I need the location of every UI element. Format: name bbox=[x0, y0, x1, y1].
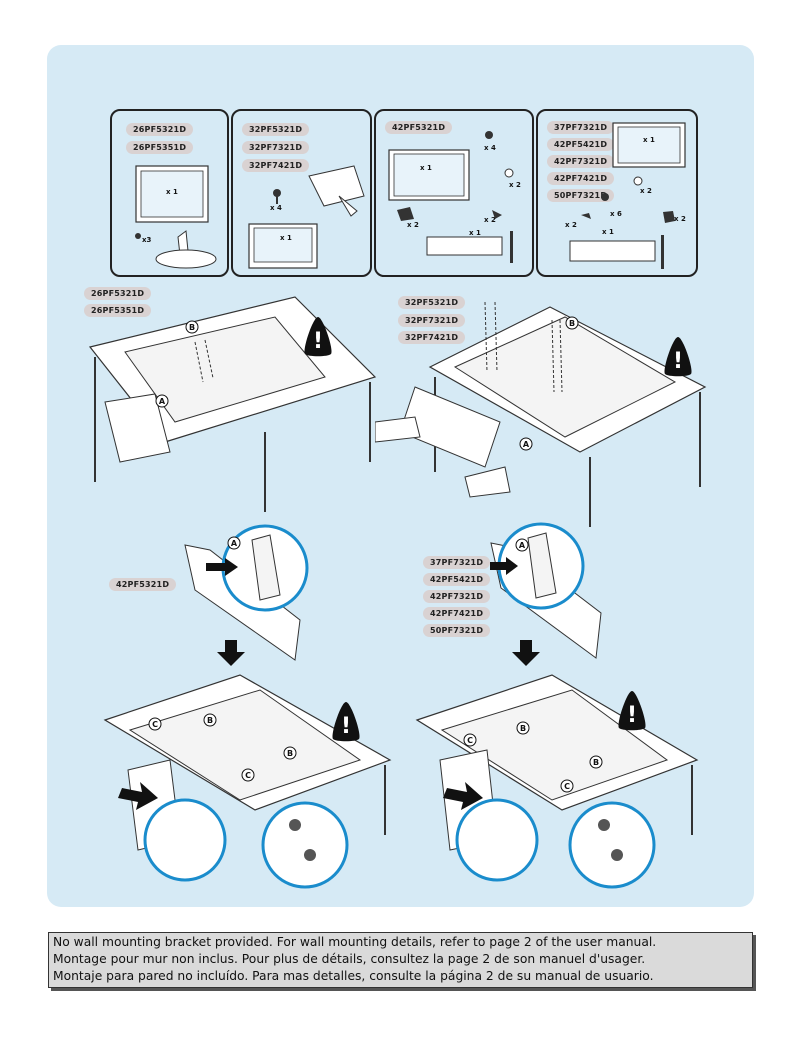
callout-letter: B bbox=[520, 724, 526, 733]
callout-b-marker: B bbox=[589, 755, 603, 769]
note-shadow bbox=[753, 935, 756, 991]
model-tag: 42PF5321D bbox=[109, 578, 177, 591]
model-tag: 26PF5321D bbox=[126, 123, 194, 136]
model-tag: 42PF7321D bbox=[423, 590, 491, 603]
kit-box-32: 32PF5321D 32PF7321D 32PF7421D x 4 x 1 bbox=[231, 109, 372, 277]
callout-c-marker: C bbox=[463, 733, 477, 747]
step3-left-attach-stand-illustration bbox=[103, 674, 392, 889]
quantity-label: x 1 bbox=[166, 188, 178, 196]
callout-letter: C bbox=[564, 782, 570, 791]
warning-mark: ! bbox=[627, 703, 637, 728]
model-tag: 42PF7421D bbox=[547, 172, 615, 185]
callout-c-marker: C bbox=[241, 768, 255, 782]
model-tag: 50PF7321D bbox=[423, 624, 491, 637]
model-tag: 26PF5351D bbox=[84, 304, 152, 317]
callout-a-marker: A bbox=[519, 437, 533, 451]
model-tag: 26PF5321D bbox=[84, 287, 152, 300]
warning-icon: ! bbox=[618, 691, 646, 731]
model-tag: 32PF7321D bbox=[242, 141, 310, 154]
warning-icon: ! bbox=[304, 317, 332, 357]
quantity-label: x 4 bbox=[270, 204, 282, 212]
model-tag: 42PF5321D bbox=[385, 121, 453, 134]
model-tag: 32PF7421D bbox=[242, 159, 310, 172]
callout-b-marker: B bbox=[185, 320, 199, 334]
kit-box-42: 42PF5321D x 4 x 1 x 2 x 2 x 2 x 1 bbox=[374, 109, 534, 277]
callout-letter: A bbox=[519, 541, 526, 550]
callout-letter: B bbox=[207, 716, 213, 725]
model-tag: 42PF7321D bbox=[547, 155, 615, 168]
model-tag: 42PF7421D bbox=[423, 607, 491, 620]
callout-letter: B bbox=[569, 319, 575, 328]
warning-mark: ! bbox=[313, 329, 323, 354]
callout-b-marker: B bbox=[283, 746, 297, 760]
callout-letter: A bbox=[231, 539, 238, 548]
kit-box-50: 37PF7321D 42PF5421D 42PF7321D 42PF7421D … bbox=[536, 109, 698, 277]
callout-letter: C bbox=[152, 720, 158, 729]
callout-letter: A bbox=[523, 440, 530, 449]
callout-c-marker: C bbox=[560, 779, 574, 793]
quantity-label: x 2 bbox=[674, 215, 686, 223]
callout-letter: B bbox=[287, 749, 293, 758]
model-tag: 50PF7321D bbox=[547, 189, 615, 202]
model-tag: 32PF5321D bbox=[398, 296, 466, 309]
callout-a-marker: A bbox=[227, 536, 241, 550]
model-tag: 42PF5421D bbox=[423, 573, 491, 586]
step3-right-attach-stand-illustration bbox=[415, 674, 699, 889]
model-tag: 32PF7421D bbox=[398, 331, 466, 344]
callout-letter: B bbox=[593, 758, 599, 767]
model-tag: 32PF7321D bbox=[398, 314, 466, 327]
quantity-label: x 2 bbox=[640, 187, 652, 195]
quantity-label: x 4 bbox=[484, 144, 496, 152]
model-tag: 42PF5421D bbox=[547, 138, 615, 151]
step2-right-stand-detail-illustration bbox=[490, 522, 602, 666]
quantity-label: x 1 bbox=[420, 164, 432, 172]
callout-letter: C bbox=[467, 736, 473, 745]
tv-and-parts-illustration bbox=[388, 131, 514, 263]
note-shadow bbox=[51, 988, 756, 991]
note-line-english: No wall mounting bracket provided. For w… bbox=[53, 935, 657, 949]
tv-and-parts-illustration bbox=[569, 122, 686, 269]
quantity-label: x 1 bbox=[602, 228, 614, 236]
callout-letter: B bbox=[189, 323, 195, 332]
callout-b-marker: B bbox=[203, 713, 217, 727]
quantity-label: x 1 bbox=[643, 136, 655, 144]
callout-b-marker: B bbox=[565, 316, 579, 330]
kit-box-26: 26PF5321D 26PF5351D x 1 x3 bbox=[110, 109, 229, 277]
model-tag: 32PF5321D bbox=[242, 123, 310, 136]
quantity-label: x 2 bbox=[565, 221, 577, 229]
wall-mount-note: No wall mounting bracket provided. For w… bbox=[48, 932, 753, 988]
note-line-french: Montage pour mur non inclus. Pour plus d… bbox=[53, 952, 646, 966]
model-tag: 26PF5351D bbox=[126, 141, 194, 154]
callout-c-marker: C bbox=[148, 717, 162, 731]
warning-mark: ! bbox=[673, 349, 683, 374]
callout-a-marker: A bbox=[515, 538, 529, 552]
note-line-spanish: Montaje para pared no incluído. Para mas… bbox=[53, 969, 654, 983]
tv-front-illustration bbox=[135, 165, 217, 269]
quantity-label: x 2 bbox=[509, 181, 521, 189]
warning-mark: ! bbox=[341, 714, 351, 739]
model-tag: 37PF7321D bbox=[423, 556, 491, 569]
quantity-label: x 1 bbox=[469, 229, 481, 237]
quantity-label: x 1 bbox=[280, 234, 292, 242]
callout-letter: C bbox=[245, 771, 251, 780]
callout-a-marker: A bbox=[155, 394, 169, 408]
callout-letter: A bbox=[159, 397, 166, 406]
step2-left-stand-detail-illustration bbox=[184, 524, 309, 666]
step1-left-assembly-illustration bbox=[88, 296, 377, 512]
warning-icon: ! bbox=[664, 337, 692, 377]
callout-b-marker: B bbox=[516, 721, 530, 735]
stand-and-screws-illustration bbox=[248, 165, 365, 269]
warning-icon: ! bbox=[332, 702, 360, 742]
quantity-label: x 2 bbox=[484, 216, 496, 224]
quantity-label: x 2 bbox=[407, 221, 419, 229]
model-tag: 37PF7321D bbox=[547, 121, 615, 134]
quantity-label: x 6 bbox=[610, 210, 622, 218]
step1-right-assembly-illustration bbox=[375, 301, 707, 527]
quantity-label: x3 bbox=[142, 236, 152, 244]
